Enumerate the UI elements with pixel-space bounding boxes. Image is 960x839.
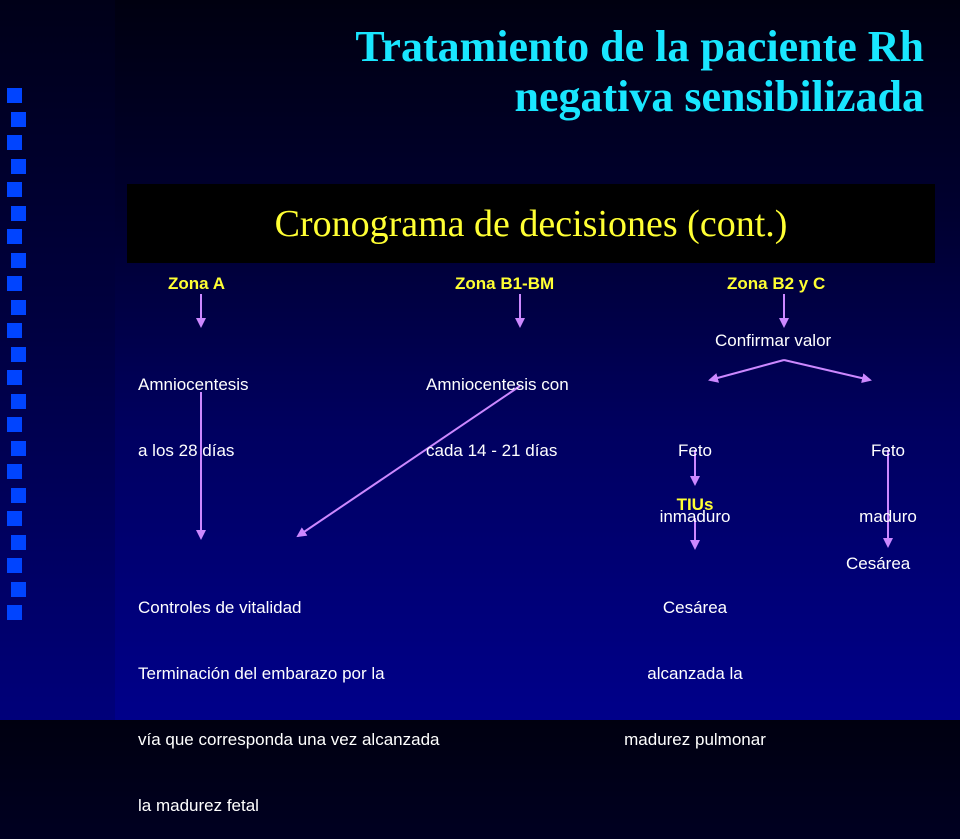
decorative-square [11,111,26,127]
decorative-square [11,534,26,550]
cesarea-alcanzada-line-2: alcanzada la [647,664,743,683]
confirmar-valor-node: Confirmar valor [715,331,832,350]
decorative-square [7,182,22,197]
cesarea-alcanzada-line-1: Cesárea [662,598,728,617]
decorative-square [11,487,26,503]
decorative-square [11,205,26,221]
title-line-1: Tratamiento de la paciente Rh [355,22,924,71]
arrow-confirmar-to-inmaduro [708,359,785,383]
cesarea-alcanzada-node: Cesárea alcanzada la madurez pulmonar [600,553,790,773]
decorative-square [7,417,22,432]
arrow-amnio-b-to-controles [296,385,521,538]
amniocentesis-b-node: Amniocentesis con cada 14 - 21 días [426,330,569,484]
decorative-square [11,393,26,409]
zone-b1-label: Zona B1-BM [455,274,555,293]
controles-line-4: la madurez fetal [138,796,259,815]
feto-maduro-node: Feto maduro [838,396,938,550]
decorative-square [11,581,26,597]
decorative-square [7,135,22,150]
feto-maduro-line-1: Feto [870,441,906,460]
arrow-confirmar-to-maduro [783,359,872,384]
controles-node: Controles de vitalidad Terminación del e… [138,553,439,839]
flow-arrows [196,294,893,550]
subtitle: Cronograma de decisiones (cont.) [274,202,788,245]
zone-a-label: Zona A [168,274,225,293]
amnio-b-line-2: cada 14 - 21 días [426,441,558,460]
feto-inmaduro-line-2: inmaduro [659,507,731,526]
decorative-square [7,323,22,338]
amnio-a-line-1: Amniocentesis [138,375,249,394]
amnio-b-line-1: Amniocentesis con [426,375,569,394]
subtitle-banner: Cronograma de decisiones (cont.) [127,184,935,263]
slide-title: Tratamiento de la paciente Rh negativa s… [224,22,924,122]
controles-line-2: Terminación del embarazo por la [138,664,385,683]
decorative-square [11,440,26,456]
decorative-square [7,511,22,526]
decorative-square [7,464,22,479]
decorative-square [11,346,26,362]
decorative-square [7,558,22,573]
decorative-square [11,299,26,315]
decorative-square [7,276,22,291]
decorative-square [7,370,22,385]
left-decorative-strip [0,0,115,720]
controles-line-1: Controles de vitalidad [138,598,302,617]
feto-inmaduro-node: Feto inmaduro [640,396,750,550]
cesarea-node: Cesárea [846,554,911,573]
decorative-square [7,88,22,103]
cesarea-alcanzada-line-3: madurez pulmonar [624,730,766,749]
tius-node: TIUs [676,495,714,514]
controles-line-3: vía que corresponda una vez alcanzada [138,730,440,749]
decorative-square [11,158,26,174]
decorative-square [7,229,22,244]
zone-b2-label: Zona B2 y C [727,274,826,293]
amnio-a-line-2: a los 28 días [138,441,235,460]
title-line-2: negativa sensibilizada [514,72,925,121]
feto-maduro-line-2: maduro [859,507,917,526]
decorative-square [11,252,26,268]
amniocentesis-a-node: Amniocentesis a los 28 días [138,330,249,484]
feto-inmaduro-line-1: Feto [677,441,713,460]
decorative-square [7,605,22,620]
